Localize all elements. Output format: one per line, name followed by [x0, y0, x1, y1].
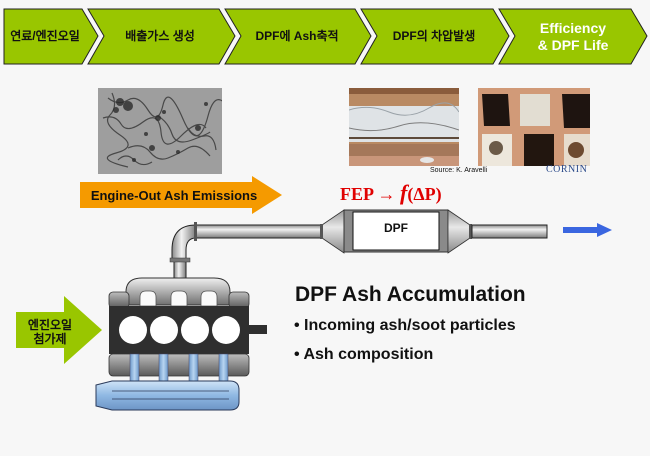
flow-step-4-shape: [360, 8, 510, 65]
oil-label-line1: 엔진오일: [27, 318, 73, 332]
flow-step-1-label: 연료/엔진오일: [10, 29, 80, 43]
dpf-core: [352, 211, 440, 251]
cylinder-2: [150, 316, 178, 344]
corning-caption: CORNIN: [546, 164, 588, 175]
cylinder-3: [181, 316, 209, 344]
fep-formula: FEP → f(ΔP): [340, 180, 442, 206]
oil-additive-label: 엔진오일 첨가제: [20, 318, 80, 346]
oil-additive-arrow: [16, 296, 102, 364]
fep-argument: (ΔP): [407, 184, 442, 204]
flow-step-2-shape: [87, 8, 236, 65]
dpf-label: DPF: [384, 221, 408, 235]
soot-micrograph-image: [98, 88, 222, 174]
flow-step-3-label: DPF에 Ash축적: [255, 29, 339, 43]
flow-step-3-shape: [224, 8, 372, 65]
engine-out-ash-label: Engine-Out Ash Emissions: [90, 188, 258, 203]
section-title: DPF Ash Accumulation: [295, 283, 526, 306]
cylinder-1: [119, 316, 147, 344]
exhaust-flow-arrow: [563, 223, 612, 237]
flow-step-1-shape: [3, 8, 99, 65]
crankshaft-stub: [249, 325, 267, 334]
flow-step-5-shape: [498, 8, 648, 65]
fep-arrow: →: [377, 184, 396, 204]
engine-out-arrow: [80, 176, 282, 214]
ash-channel-image: [349, 88, 459, 166]
bullet-item: • Ash composition: [294, 346, 434, 363]
fep-prefix: FEP: [340, 184, 374, 204]
ash-plugged-cells-image: [478, 88, 590, 166]
outlet-pipe: [471, 224, 548, 239]
flow-step-5-label: Efficiency & DPF Life: [537, 19, 609, 53]
cylinder-4: [212, 316, 240, 344]
exhaust-manifold: [95, 380, 240, 411]
source-caption: Source: K. Aravelli: [430, 167, 488, 174]
flow-step-2-label: 배출가스 생성: [125, 29, 195, 43]
fep-function: f: [400, 180, 408, 205]
oil-label-line2: 첨가제: [33, 332, 67, 346]
flow-step-4-label: DPF의 차압발생: [392, 29, 476, 43]
bullet-item: • Incoming ash/soot particles: [294, 317, 516, 334]
process-flow: [3, 8, 648, 65]
